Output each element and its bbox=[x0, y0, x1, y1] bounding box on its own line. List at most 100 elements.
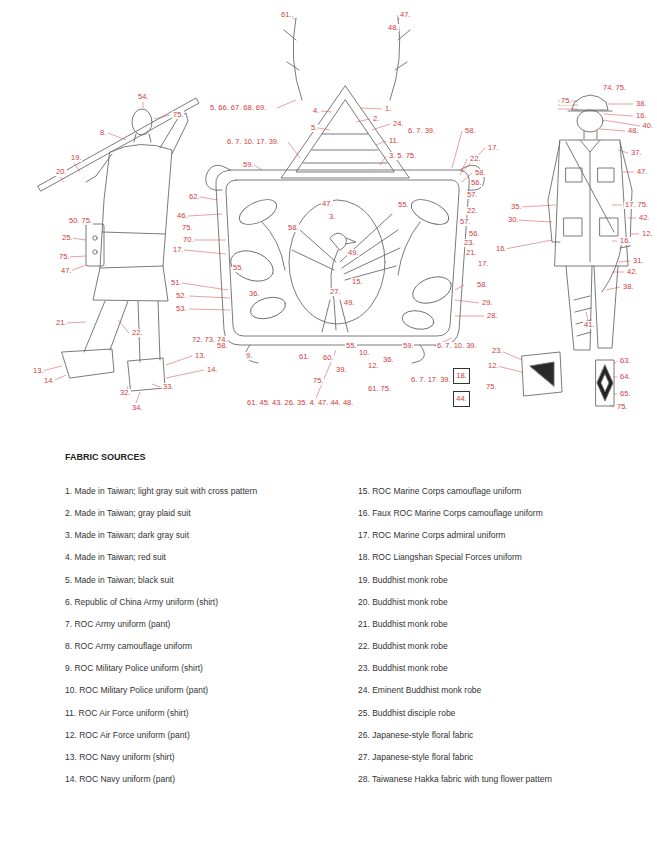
callout-number: 21. bbox=[465, 249, 477, 257]
fabric-source-item: 2. Made in Taiwan; gray plaid suit bbox=[65, 508, 191, 518]
callout-number: 18. bbox=[456, 372, 466, 380]
callout-number: 9. bbox=[245, 352, 253, 360]
callout-number: 6. 7. 17. 39. bbox=[410, 376, 452, 384]
callout-number: 15. bbox=[351, 278, 363, 286]
callout-number: 57. bbox=[466, 191, 478, 199]
callout-number: 16. bbox=[495, 245, 507, 253]
callout-number: 16. bbox=[635, 112, 647, 120]
callout-number: 22. bbox=[466, 207, 478, 215]
callout-number: 64. bbox=[619, 373, 631, 381]
callout-number: 61. 45. 43. 26. 35. 4. 47. 44. 48. bbox=[246, 399, 354, 407]
callout-number: 44. bbox=[456, 395, 466, 403]
callout-number: 65. bbox=[619, 390, 631, 398]
callout-number: 23. bbox=[491, 347, 503, 355]
callout-number: 35. bbox=[510, 203, 522, 211]
callout-number: 58. bbox=[464, 127, 476, 135]
fabric-source-item: 21. Buddhist monk robe bbox=[358, 619, 448, 629]
fabric-source-item: 6. Republic of China Army uniform (shirt… bbox=[65, 597, 218, 607]
fabric-source-item: 12. ROC Air Force uniform (pant) bbox=[65, 730, 190, 740]
callout-number: 28. bbox=[486, 312, 498, 320]
callout-number: 20. bbox=[55, 168, 67, 176]
callout-number: 63. bbox=[619, 357, 631, 365]
callout-number: 41. bbox=[583, 321, 595, 329]
callout-number: 24. bbox=[392, 120, 404, 128]
callout-number: 75. bbox=[172, 111, 184, 119]
callout-number: 14. bbox=[43, 377, 55, 385]
callout-number: 59. bbox=[402, 342, 414, 350]
callout-box: 18. bbox=[453, 368, 470, 384]
fabric-source-item: 26. Japanese-style floral fabric bbox=[358, 730, 473, 740]
fabric-source-item: 9. ROC Military Police uniform (shirt) bbox=[65, 663, 203, 673]
callout-number: 22. bbox=[469, 155, 481, 163]
callout-number: 42. bbox=[626, 268, 638, 276]
callout-number: 58. bbox=[474, 169, 486, 177]
callout-number: 19. bbox=[70, 154, 82, 162]
callout-number: 49. bbox=[347, 249, 359, 257]
callout-number: 27. bbox=[329, 288, 341, 296]
callout-number: 8. bbox=[99, 129, 107, 137]
callout-number: 29. bbox=[481, 299, 493, 307]
callout-number: 6. 7. 39. bbox=[407, 127, 436, 135]
callout-number: 70. bbox=[182, 236, 194, 244]
callout-number: 42. bbox=[638, 214, 650, 222]
fabric-source-item: 28. Taiwanese Hakka fabric with tung flo… bbox=[358, 774, 552, 784]
callout-number: 36. bbox=[382, 356, 394, 364]
callout-number: 49. bbox=[343, 299, 355, 307]
callout-number: 58. bbox=[476, 281, 488, 289]
callout-number: 1. bbox=[384, 105, 392, 113]
callout-number: 75. bbox=[485, 383, 497, 391]
callout-number: 6. 7. 10. 17. 39. bbox=[226, 138, 280, 146]
callout-number: 32. bbox=[119, 389, 131, 397]
callout-number: 60. bbox=[322, 354, 334, 362]
callout-number: 50. 75. bbox=[68, 217, 93, 225]
fabric-source-item: 18. ROC Liangshan Special Forces uniform bbox=[358, 552, 522, 562]
callout-number: 75. bbox=[616, 403, 628, 411]
callout-number: 51. bbox=[170, 279, 182, 287]
callout-number: 5. 66. 67. 68. 69. bbox=[209, 104, 267, 112]
callout-number: 58. bbox=[216, 342, 228, 350]
callout-number: 25. bbox=[61, 234, 73, 242]
callout-number: 75. bbox=[58, 253, 70, 261]
callout-number: 58. bbox=[287, 224, 299, 232]
section-heading: FABRIC SOURCES bbox=[65, 452, 146, 463]
callout-number: 38. bbox=[635, 100, 647, 108]
fabric-source-item: 14. ROC Navy uniform (pant) bbox=[65, 774, 175, 784]
callout-number: 54. bbox=[137, 93, 149, 101]
callout-number: 47. bbox=[399, 11, 411, 19]
fabric-source-item: 5. Made in Taiwan; black suit bbox=[65, 575, 174, 585]
callout-number: 48. bbox=[627, 127, 639, 135]
fabric-source-item: 22. Buddhist monk robe bbox=[358, 641, 448, 651]
callout-number: 56. bbox=[468, 230, 480, 238]
callout-number: 75. bbox=[181, 224, 193, 232]
callout-number: 2. bbox=[372, 115, 380, 123]
callout-number: 22. bbox=[131, 329, 143, 337]
callout-number: 75. bbox=[560, 97, 572, 105]
callout-number: 17. bbox=[487, 144, 499, 152]
fabric-source-item: 13. ROC Navy uniform (shirt) bbox=[65, 752, 175, 762]
callout-number: 4. bbox=[312, 107, 320, 115]
fabric-source-item: 4. Made in Taiwan; red suit bbox=[65, 552, 166, 562]
callout-number: 62. bbox=[188, 193, 200, 201]
callout-number: 47. bbox=[60, 267, 72, 275]
callout-number: 55. bbox=[232, 264, 244, 272]
callout-number: 36. bbox=[248, 290, 260, 298]
callout-number: 52. bbox=[175, 292, 187, 300]
callout-number: 11. bbox=[388, 137, 400, 145]
callout-number: 10. bbox=[358, 349, 370, 357]
callout-number: 48. bbox=[387, 24, 399, 32]
callout-number: 59. bbox=[242, 161, 254, 169]
fabric-source-item: 8. ROC Army camouflage uniform bbox=[65, 641, 192, 651]
callout-number: 30. bbox=[507, 216, 519, 224]
callout-number: 75. bbox=[312, 377, 324, 385]
fabric-source-item: 10. ROC Military Police uniform (pant) bbox=[65, 685, 208, 695]
callout-number: 53. bbox=[175, 305, 187, 313]
fabric-source-item: 11. ROC Air Force uniform (shirt) bbox=[65, 708, 189, 718]
fabric-source-item: 24. Eminent Buddhist monk robe bbox=[358, 685, 481, 695]
callout-number: 33. bbox=[162, 383, 174, 391]
callout-number: 57. bbox=[459, 218, 471, 226]
callout-number: 3. 5. 75. bbox=[388, 152, 417, 160]
callout-number: 14. bbox=[206, 366, 218, 374]
